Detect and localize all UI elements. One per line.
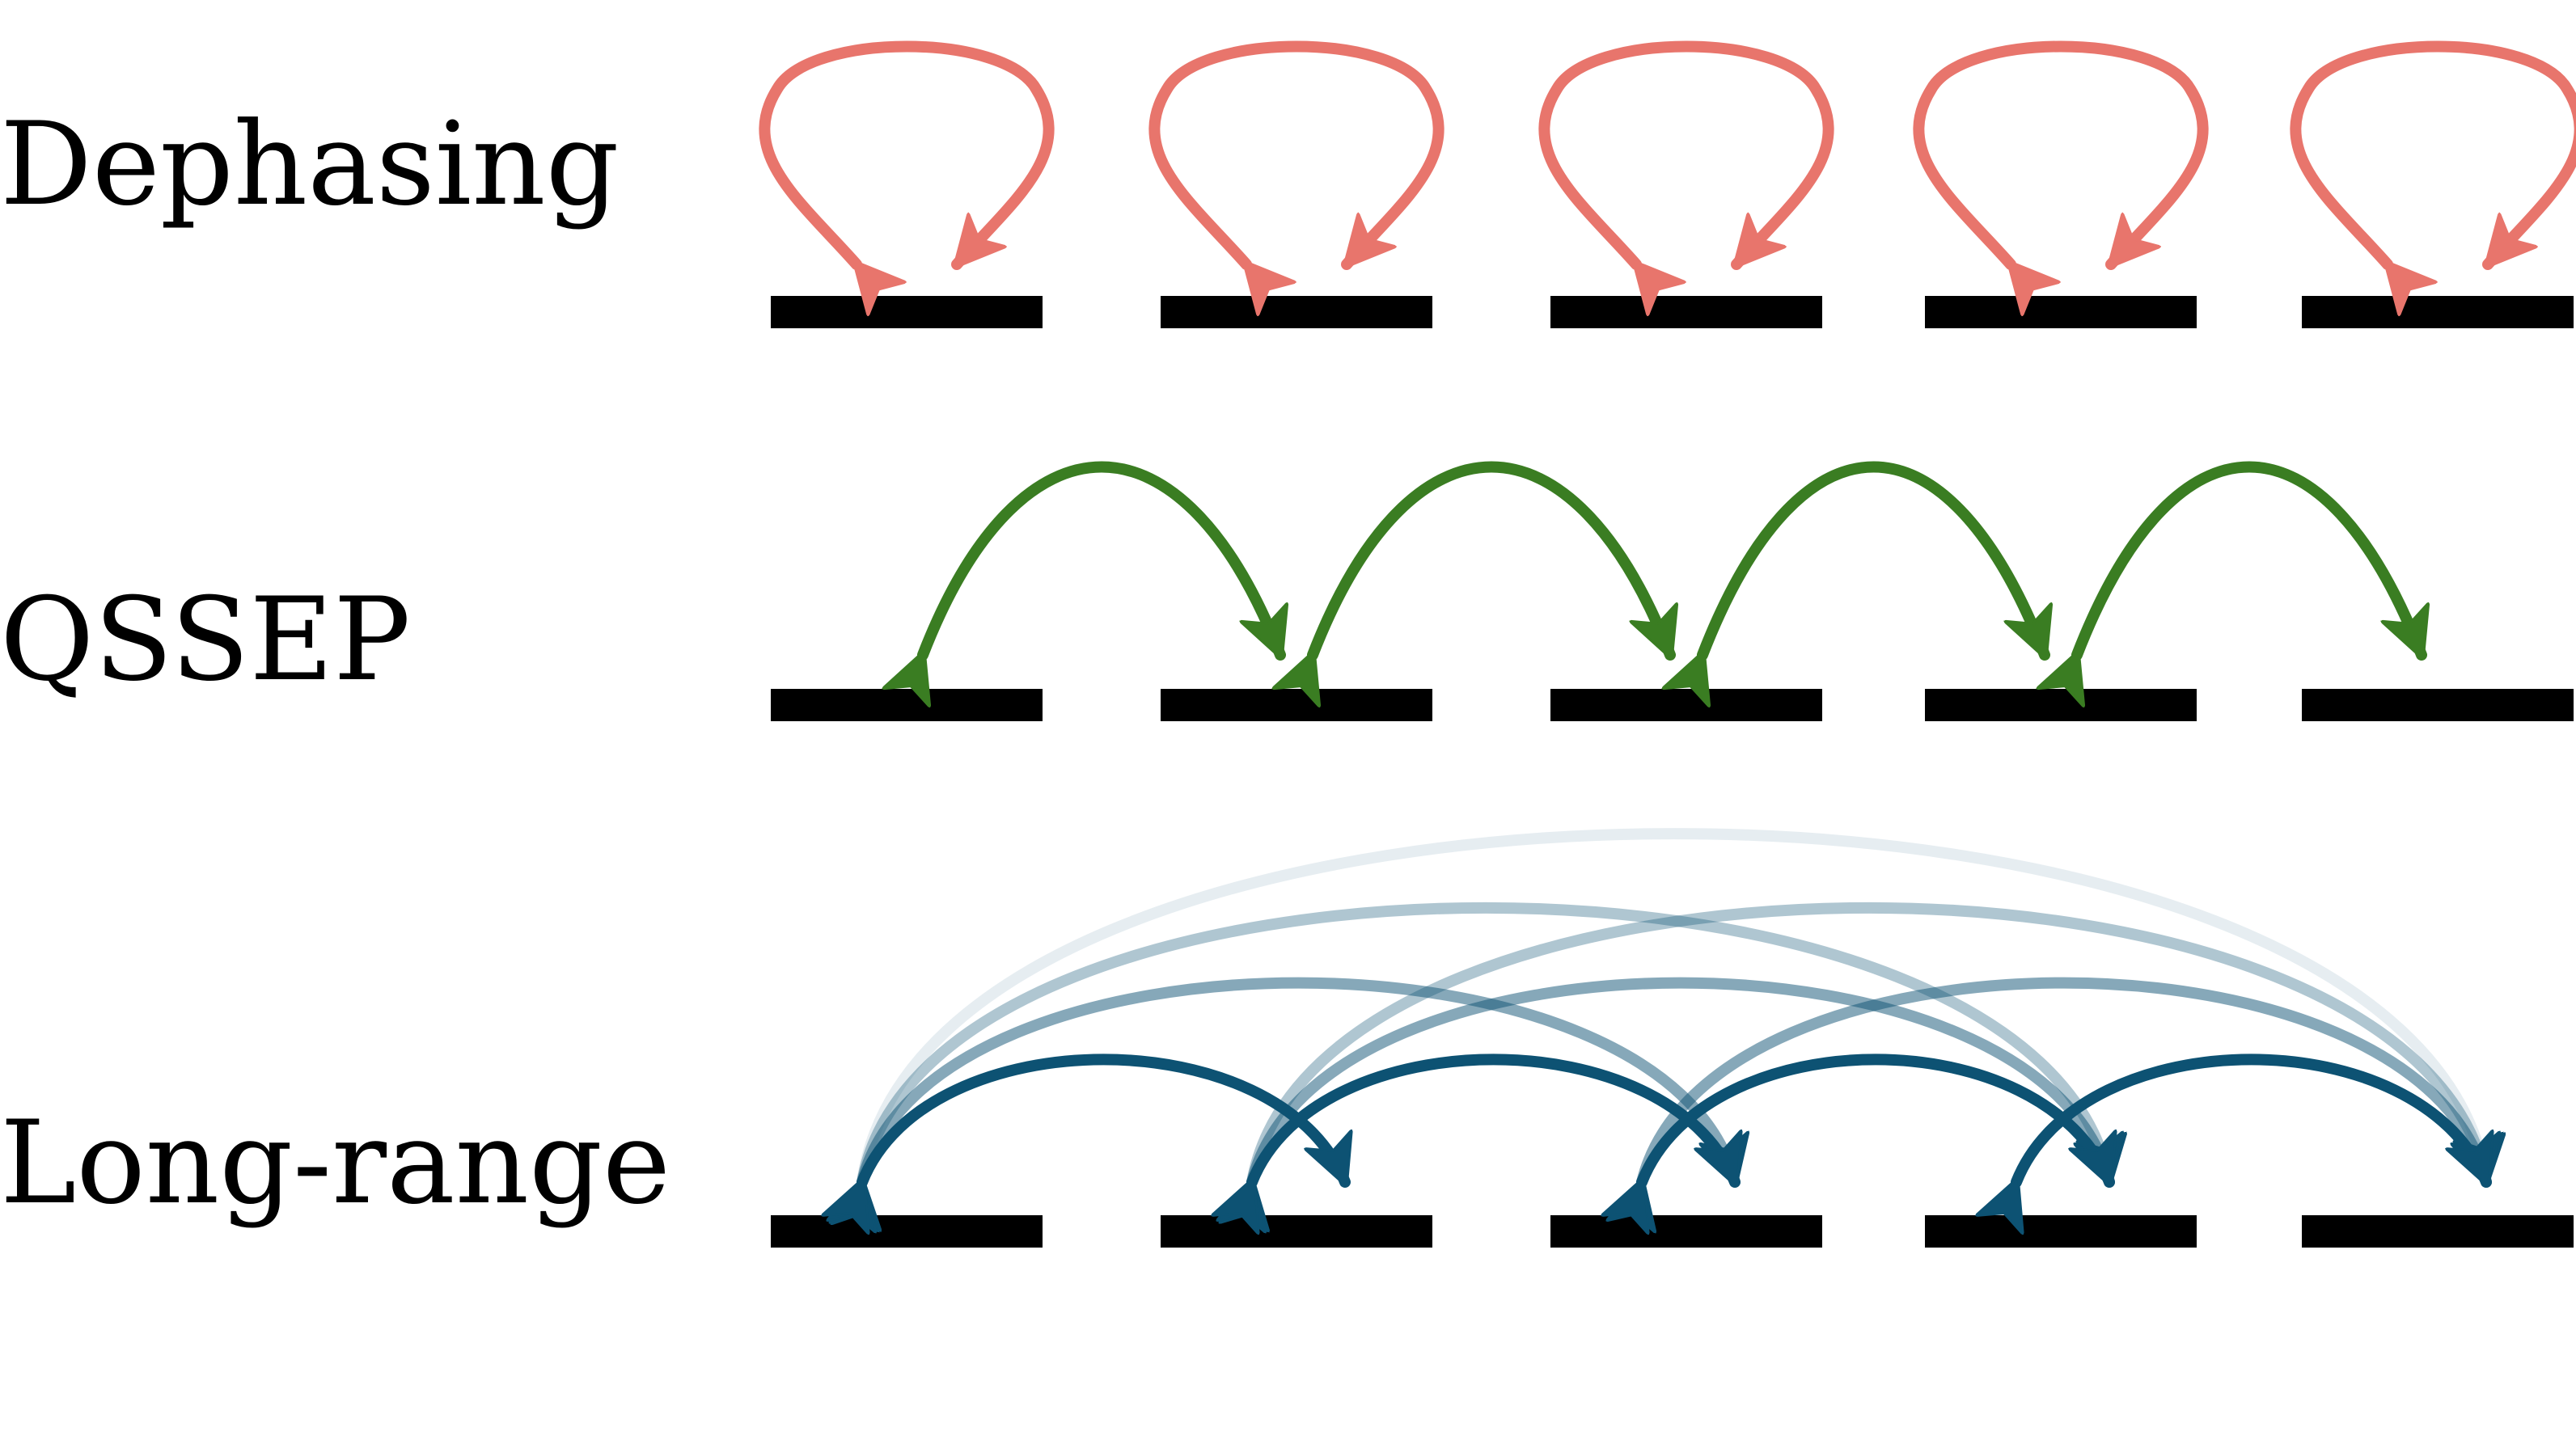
long-range-arrow-4-5 bbox=[2016, 1054, 2486, 1182]
dephasing-site-1 bbox=[771, 296, 1043, 328]
long-range-arrow-1-5 bbox=[862, 828, 2486, 1182]
row-label-dephasing: Dephasing bbox=[0, 98, 620, 231]
dephasing-loop-arrow-3 bbox=[1538, 40, 1834, 265]
dephasing-loop-arrow-4 bbox=[1913, 40, 2209, 265]
qssep-row bbox=[771, 461, 2574, 721]
dephasing-site-5 bbox=[2302, 296, 2574, 328]
long-range-arrow-2-4 bbox=[1252, 977, 2109, 1182]
longrange-site-4 bbox=[1925, 1215, 2197, 1248]
long-range-arrow-1-3 bbox=[862, 977, 1735, 1182]
qssep-hop-arrow-1-2 bbox=[923, 461, 1280, 656]
dephasing-loop-arrow-1 bbox=[759, 40, 1055, 265]
long-range-arrow-2-5 bbox=[1252, 902, 2486, 1182]
qssep-site-2 bbox=[1161, 689, 1432, 721]
dephasing-loop-arrow-2 bbox=[1148, 40, 1445, 265]
long-range-row bbox=[771, 828, 2574, 1248]
qssep-site-5 bbox=[2302, 689, 2574, 721]
dephasing-loop-arrow-5 bbox=[2290, 40, 2576, 265]
qssep-site-3 bbox=[1550, 689, 1822, 721]
qssep-site-4 bbox=[1925, 689, 2197, 721]
dephasing-site-2 bbox=[1161, 296, 1432, 328]
longrange-site-5 bbox=[2302, 1215, 2574, 1248]
qssep-hop-arrow-3-4 bbox=[1703, 461, 2045, 656]
row-label-long-range: Long-range bbox=[0, 1096, 670, 1230]
long-range-arrow-3-5 bbox=[1642, 977, 2486, 1182]
dephasing-site-3 bbox=[1550, 296, 1822, 328]
long-range-arrow-1-4 bbox=[862, 902, 2109, 1182]
longrange-site-2 bbox=[1161, 1215, 1432, 1248]
qssep-hop-arrow-4-5 bbox=[2077, 461, 2422, 656]
dephasing-site-4 bbox=[1925, 296, 2197, 328]
longrange-site-3 bbox=[1550, 1215, 1822, 1248]
dephasing-row bbox=[759, 40, 2576, 328]
longrange-site-1 bbox=[771, 1215, 1043, 1248]
row-label-qssep: QSSEP bbox=[0, 573, 411, 707]
qssep-site-1 bbox=[771, 689, 1043, 721]
qssep-hop-arrow-2-3 bbox=[1313, 461, 1670, 656]
